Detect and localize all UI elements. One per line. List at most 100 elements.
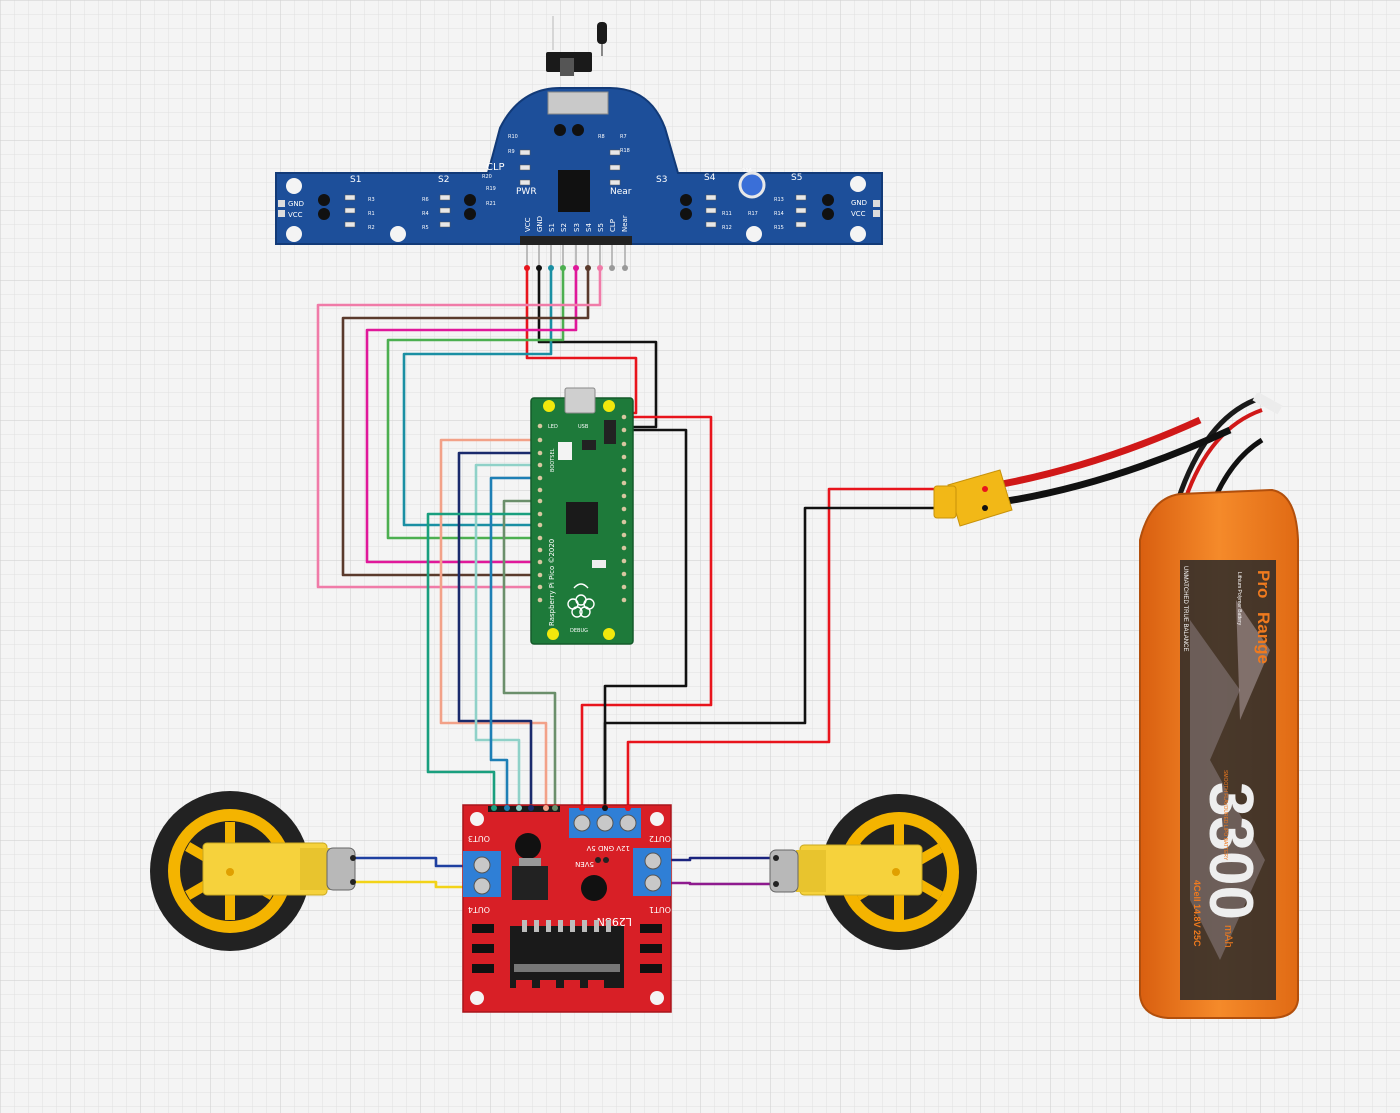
res-r3: R3 [368, 197, 375, 203]
line-sensor-array[interactable]: GND VCC GND VCC S1 S2 S3 S4 S5 CLP PWR N… [275, 16, 883, 271]
hdr-s3: S3 [573, 223, 581, 232]
label-s1: S1 [350, 175, 361, 185]
res-r12: R12 [722, 225, 732, 231]
wire-pico-5v[interactable] [580, 415, 713, 808]
wire-s2[interactable] [386, 268, 565, 540]
usb-port[interactable] [564, 387, 596, 414]
wire-enb[interactable] [426, 512, 540, 808]
left-pin-gnd: GND [288, 200, 304, 208]
res-r1: R1 [368, 211, 375, 217]
l298n-motor-driver[interactable]: 12V GND 5V OUT3 OUT4 OUT2 OUT1 5VEN L298… [462, 804, 672, 1013]
xt60-connector[interactable] [933, 469, 1013, 527]
wire-s1[interactable] [402, 268, 553, 527]
wire-bat-pos[interactable] [626, 487, 985, 808]
sensitivity-pot[interactable] [738, 171, 766, 199]
label-s5: S5 [791, 173, 802, 183]
hdr-vcc: VCC [524, 217, 532, 232]
driver-input-pins[interactable] [491, 805, 558, 811]
pico-pins[interactable] [537, 414, 627, 603]
label-near: Near [610, 187, 632, 197]
label-out3: OUT3 [468, 834, 490, 843]
res-r18: R18 [620, 148, 630, 154]
bootsel-button[interactable] [558, 442, 572, 460]
pico-bootsel-label: BOOTSEL [550, 448, 556, 472]
pico-board-text: Raspberry Pi Pico ©2020 [548, 539, 556, 626]
label-out1: OUT1 [649, 905, 671, 914]
capacitor [515, 833, 541, 859]
wire-in1[interactable] [439, 438, 548, 808]
hdr-clp: CLP [609, 219, 617, 232]
res-r14: R14 [774, 211, 784, 217]
wire-s5[interactable] [316, 268, 602, 589]
res-r16: R16 [742, 168, 752, 174]
motor-wheel-right[interactable] [769, 794, 977, 950]
label-chip: L298N [597, 915, 632, 928]
res-r2: R2 [368, 225, 375, 231]
raspberry-pi-pico[interactable]: LED USB BOOTSEL Raspberry Pi Pico ©2020 … [530, 387, 634, 645]
res-r15: R15 [774, 225, 784, 231]
res-r5: R5 [422, 225, 429, 231]
label-s2: S2 [438, 175, 449, 185]
wire-in2[interactable] [457, 451, 540, 808]
battery-spec: 4Cell 14.8V 25C [1192, 880, 1202, 947]
res-r9: R9 [508, 149, 515, 155]
ir-emitter [597, 22, 607, 44]
pico-led-label: LED [548, 424, 558, 430]
wire-motor-left-a[interactable] [352, 856, 480, 868]
wire-in4[interactable] [489, 476, 540, 808]
wire-ena[interactable] [502, 499, 557, 808]
res-r19: R19 [486, 186, 496, 192]
right-pin-gnd: GND [851, 199, 867, 207]
res-r10: R10 [508, 134, 518, 140]
hdr-s5: S5 [597, 223, 605, 232]
res-r13: R13 [774, 197, 784, 203]
rp2040-chip [566, 502, 598, 534]
battery-small-text: SMOOTH FLAVOURED LIPO BATTERY [1222, 770, 1228, 861]
wire-motor-right-b[interactable] [655, 881, 776, 886]
battery-tagline: Lithium Polymer Battery [1236, 572, 1242, 626]
right-pin-vcc: VCC [851, 210, 866, 218]
battery-mah: mAh [1222, 925, 1234, 948]
battery-side-text: UNMATCHED TRUE BALANCE [1182, 566, 1188, 651]
label-out2: OUT2 [649, 834, 671, 843]
battery-brand-range: Range [1254, 612, 1273, 664]
battery-capacity: 3300 [1196, 782, 1265, 920]
sensor-pcb [275, 87, 883, 245]
label-out4: OUT4 [468, 905, 490, 914]
res-r20: R20 [482, 174, 492, 180]
hdr-s4: S4 [585, 223, 593, 232]
power-labels: 12V GND 5V [586, 844, 630, 852]
res-r11: R11 [722, 211, 732, 217]
wires [316, 268, 985, 889]
hdr-s1: S1 [548, 223, 556, 232]
motor-wheel-left[interactable] [150, 791, 356, 951]
wire-s3[interactable] [365, 268, 578, 564]
res-r21: R21 [486, 201, 496, 207]
capacitor [581, 875, 607, 901]
hdr-near: Near [621, 215, 629, 232]
res-r7: R7 [620, 134, 627, 140]
wire-motor-left-b[interactable] [352, 880, 480, 889]
wire-s4[interactable] [341, 268, 590, 577]
left-pin-vcc: VCC [288, 211, 303, 219]
pico-usb-label: USB [578, 424, 589, 430]
res-r4: R4 [422, 211, 429, 217]
sensor-header [520, 236, 632, 245]
comparator-chip [558, 170, 590, 212]
hdr-gnd: GND [536, 216, 544, 232]
label-pwr: PWR [516, 187, 537, 197]
res-r6: R6 [422, 197, 429, 203]
battery-brand-pro: Pro [1254, 570, 1273, 598]
wire-in3[interactable] [474, 463, 540, 808]
wire-motor-right-a[interactable] [655, 856, 776, 862]
sensor-pin-dots[interactable] [524, 265, 628, 271]
l298n-chip [510, 926, 624, 988]
label-clp: CLP [486, 162, 505, 173]
res-r17: R17 [748, 211, 758, 217]
label-5ven: 5VEN [575, 860, 594, 868]
pico-debug-label: DEBUG [570, 628, 588, 634]
wire-bat-neg[interactable] [603, 506, 985, 808]
lipo-battery[interactable]: Pro Range Lithium Polymer Battery UNMATC… [933, 391, 1299, 1019]
res-r8: R8 [598, 134, 605, 140]
